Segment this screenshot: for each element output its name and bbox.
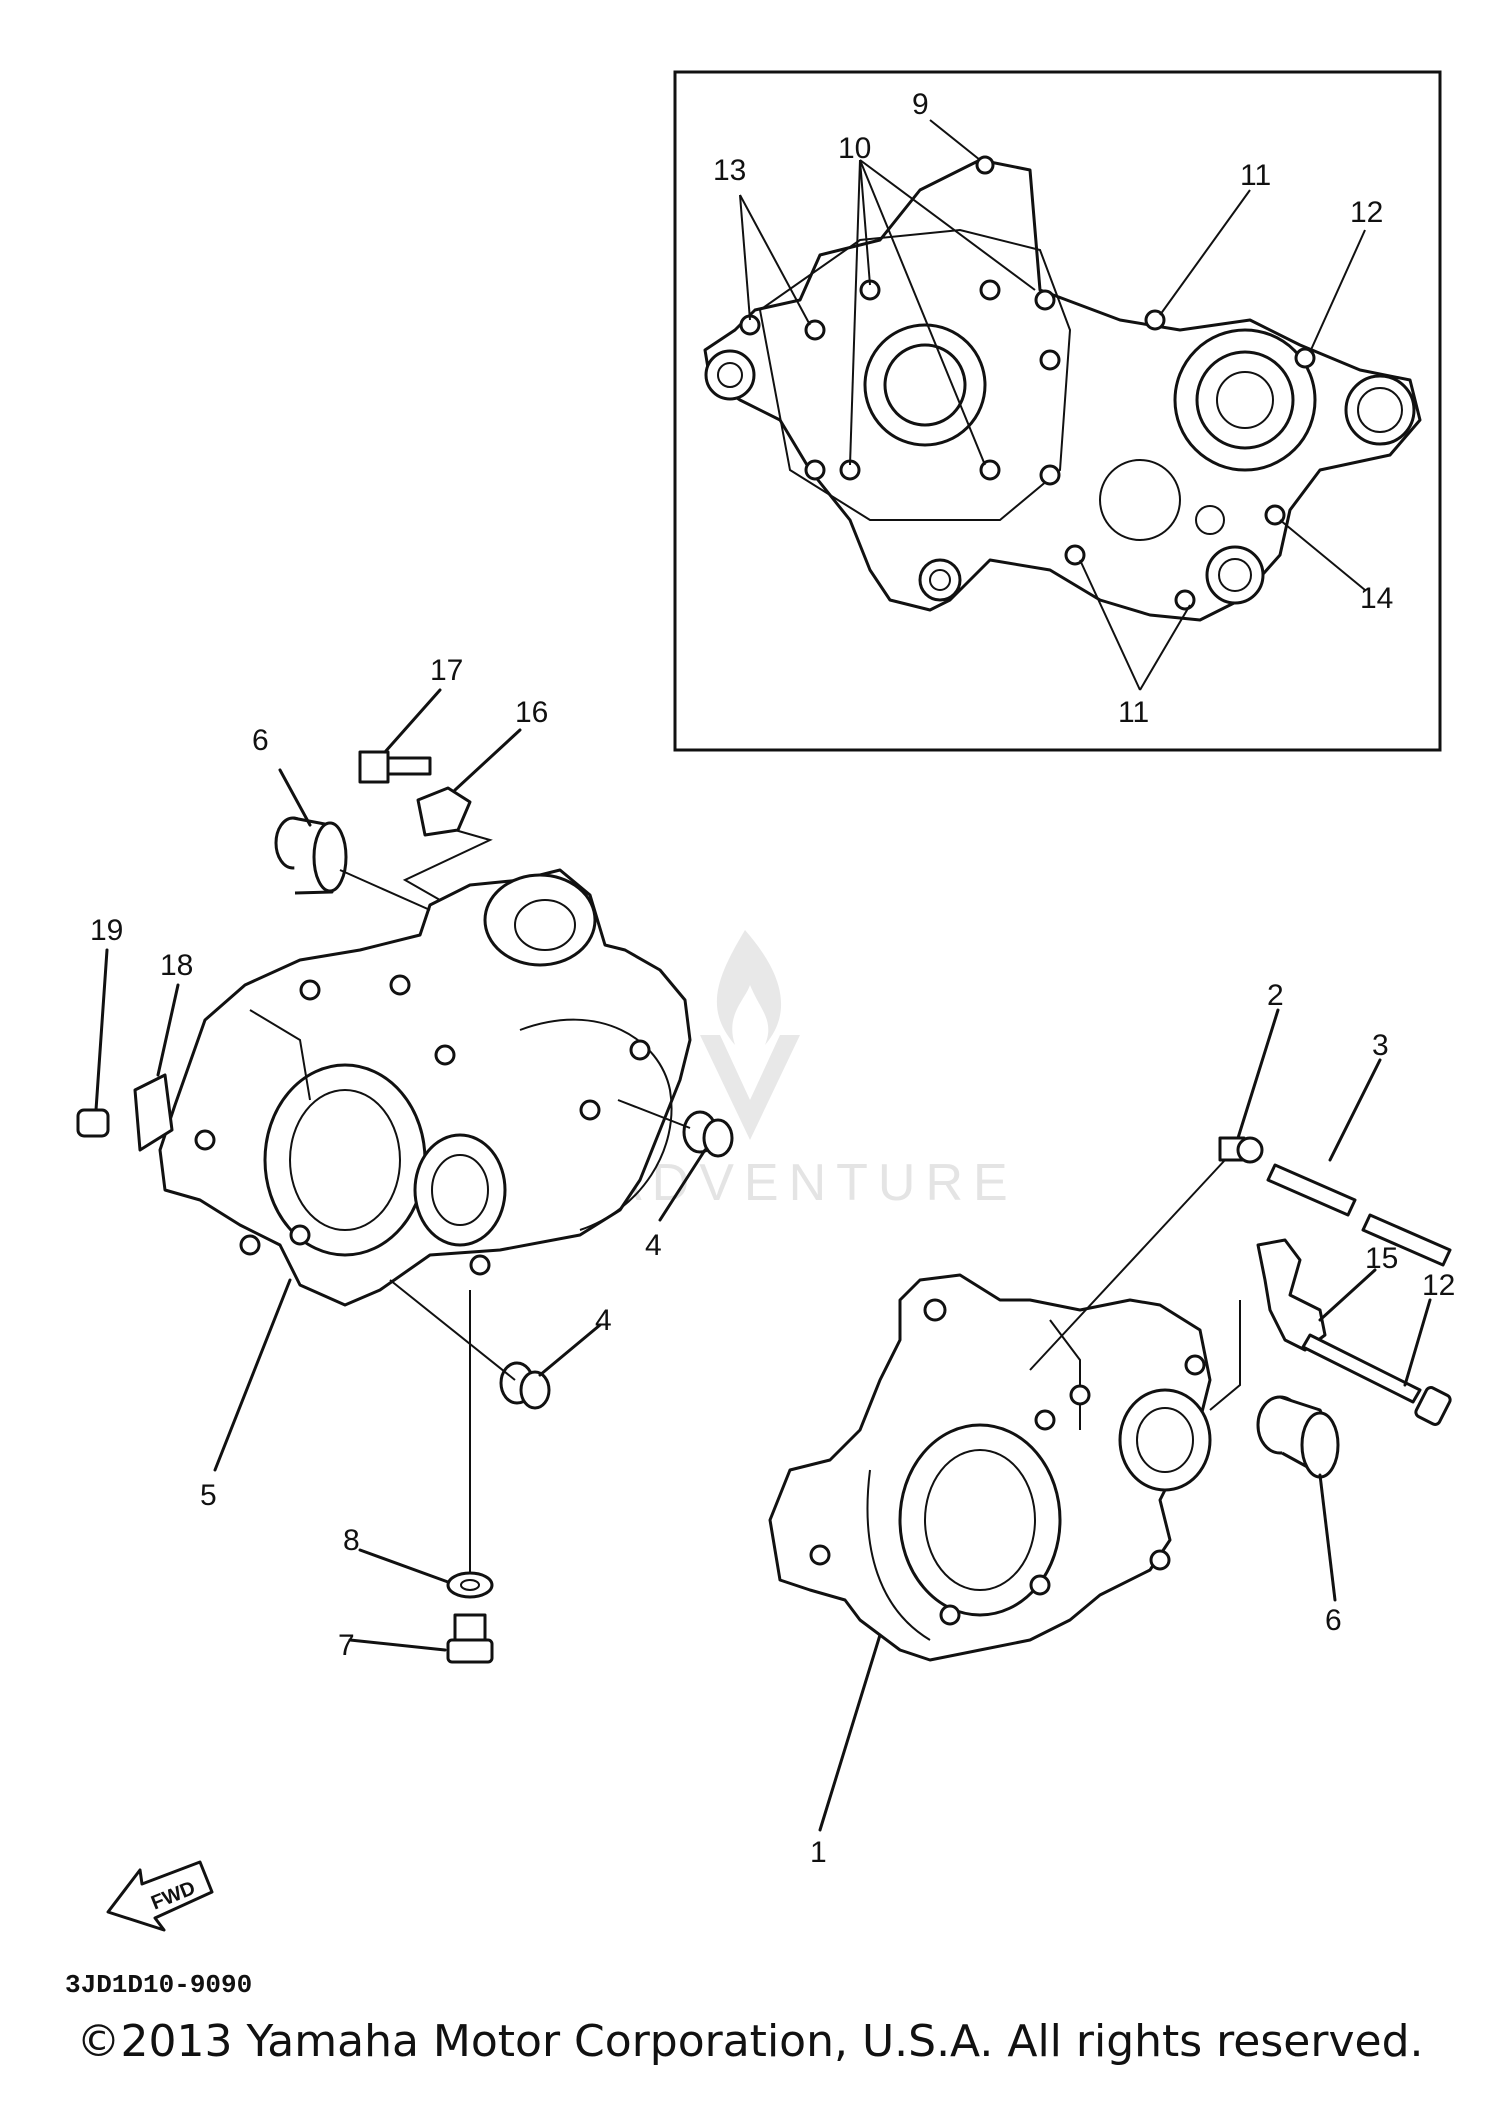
callout-16: 16	[515, 696, 548, 729]
clip-18	[133, 983, 180, 1152]
dowel-4-upper	[617, 1099, 734, 1222]
bolt-12	[1301, 1298, 1452, 1426]
callout-12-main: 12	[1422, 1269, 1455, 1302]
callout-14: 14	[1360, 582, 1393, 615]
callout-12-inset: 12	[1350, 196, 1383, 229]
inset-panel: 9 10 13 11 12 14 11	[673, 70, 1442, 752]
bearing-6-right	[1256, 1395, 1340, 1602]
pins-3	[1266, 1058, 1452, 1267]
crankcase-right	[768, 1273, 1212, 1832]
watermark-v-icon	[700, 1035, 800, 1140]
crankcase-left	[158, 868, 692, 1472]
callout-10: 10	[838, 132, 871, 165]
callout-13: 13	[713, 154, 746, 187]
callout-18: 18	[160, 949, 193, 982]
callout-17: 17	[430, 654, 463, 687]
callout-15: 15	[1365, 1242, 1398, 1275]
washer-8	[358, 1290, 494, 1599]
callout-19: 19	[90, 914, 123, 947]
callout-4-upper: 4	[645, 1229, 662, 1262]
callout-2: 2	[1267, 979, 1284, 1012]
bearing-6-left	[274, 768, 431, 911]
callout-3: 3	[1372, 1029, 1389, 1062]
copyright-notice: ©2013 Yamaha Motor Corporation, U.S.A. A…	[76, 2016, 1424, 2067]
fwd-arrow-icon: FWD	[106, 1860, 214, 1932]
callout-6-right: 6	[1325, 1604, 1342, 1637]
callout-1: 1	[810, 1836, 827, 1869]
callout-8: 8	[343, 1524, 360, 1557]
callout-9: 9	[912, 88, 929, 121]
callout-11-bottom: 11	[1118, 696, 1149, 729]
watermark-flame-icon	[716, 930, 782, 1045]
fitting-2	[1029, 1008, 1280, 1371]
dowel-4-lower	[389, 1279, 602, 1410]
callout-5: 5	[200, 1479, 217, 1512]
callout-6-left: 6	[252, 724, 269, 757]
nut-19	[76, 948, 110, 1138]
callout-4-lower: 4	[595, 1304, 612, 1337]
drain-bolt-7	[348, 1613, 494, 1664]
diagram-code: 3JD1D10-9090	[65, 1970, 252, 2000]
callout-11-top: 11	[1240, 159, 1271, 192]
plate-16	[402, 728, 522, 901]
callout-7: 7	[338, 1629, 355, 1662]
bolt-17	[358, 688, 442, 784]
bracket-15	[1209, 1238, 1377, 1411]
